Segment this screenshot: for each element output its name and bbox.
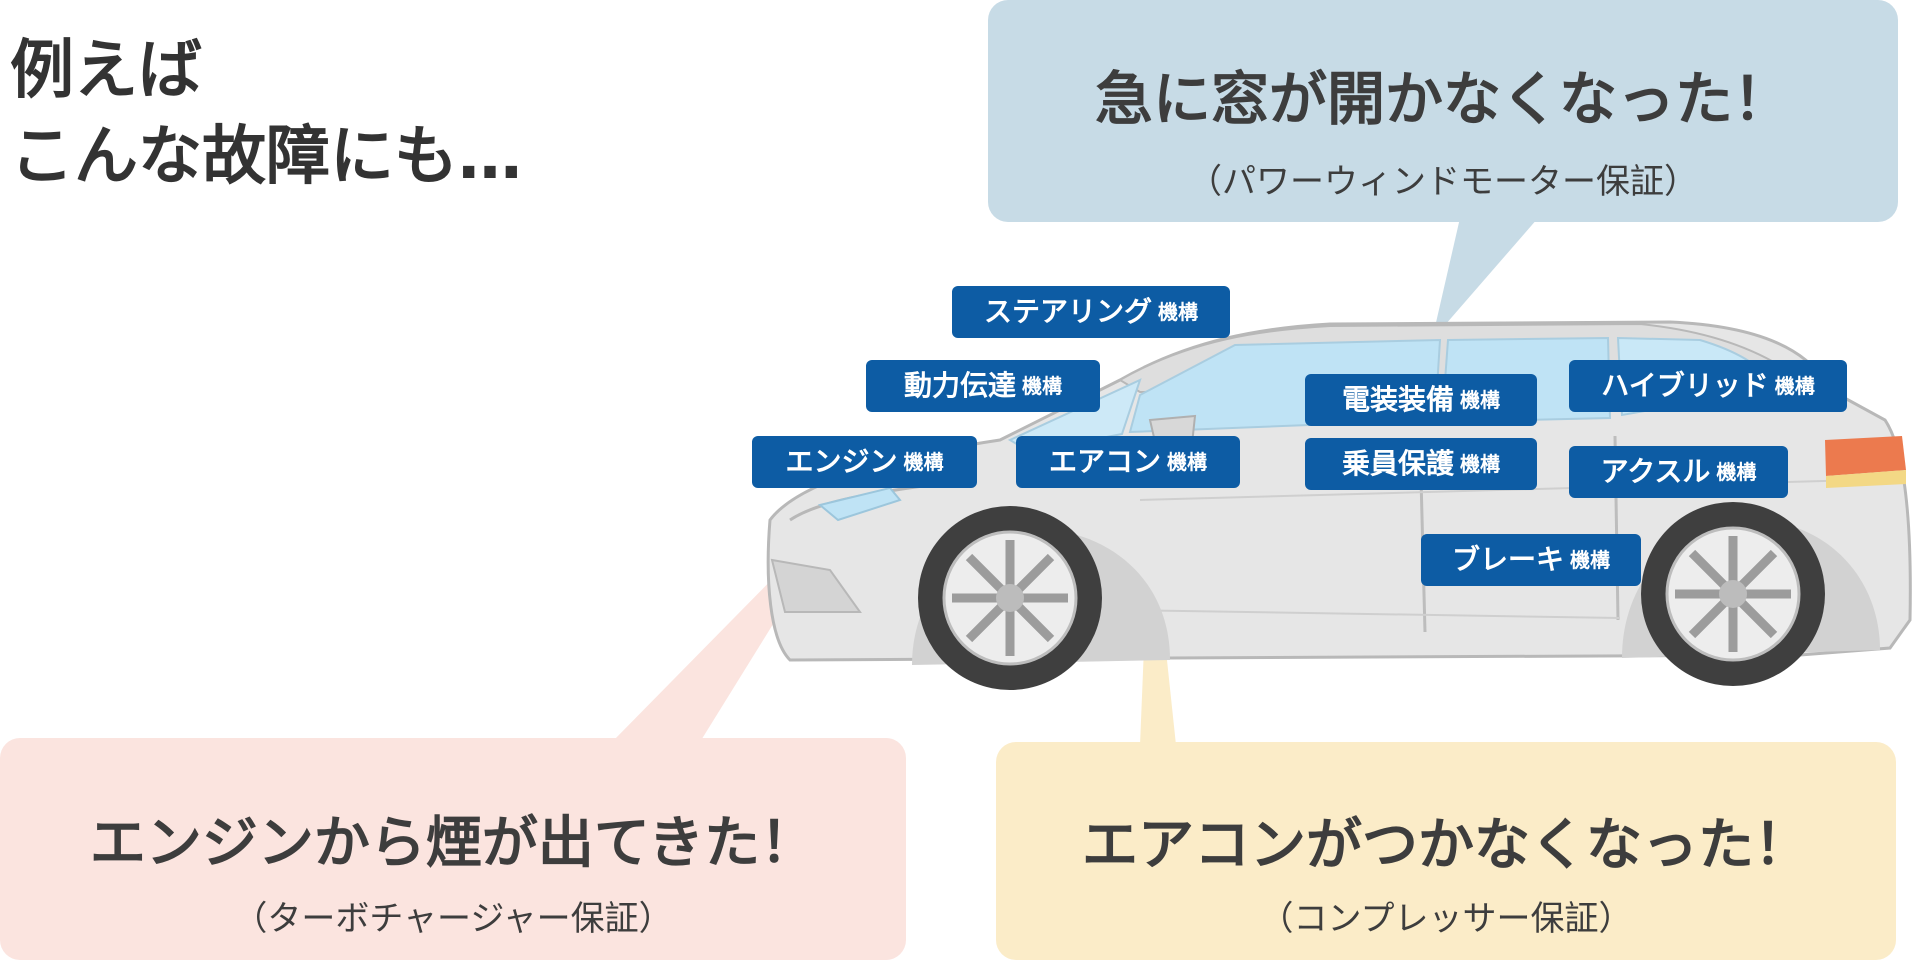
aircon-tag-suffix: 機構 — [1167, 450, 1207, 474]
intro-heading: 例えば こんな故障にも… — [10, 28, 522, 200]
engine-tag-suffix: 機構 — [903, 450, 944, 474]
axle-tag-label: アクスル — [1600, 455, 1711, 488]
electrical-tag-label: 電装装備 — [1341, 383, 1454, 416]
engine-tag: エンジン機構 — [752, 436, 977, 488]
hybrid-tag: ハイブリッド機構 — [1569, 360, 1847, 412]
aircon-tag: エアコン機構 — [1016, 436, 1240, 488]
window-callout: 急に窓が開かなくなった！ （パワーウィンドモーター保証） — [988, 0, 1898, 222]
steering-tag: ステアリング機構 — [952, 286, 1230, 338]
engine-callout: エンジンから煙が出てきた！ （ターボチャージャー保証） — [0, 738, 906, 960]
occupant-protection-tag: 乗員保護機構 — [1305, 438, 1537, 490]
brake-tag: ブレーキ機構 — [1421, 534, 1641, 586]
hybrid-tag-label: ハイブリッド — [1601, 369, 1769, 402]
steering-tag-suffix: 機構 — [1158, 300, 1198, 324]
power-transmission-tag: 動力伝達機構 — [866, 360, 1100, 412]
engine-tag-label: エンジン — [785, 445, 898, 478]
occupant-protection-tag-label: 乗員保護 — [1341, 447, 1454, 480]
aircon-callout: エアコンがつかなくなった！ （コンプレッサー保証） — [996, 742, 1896, 960]
brake-tag-suffix: 機構 — [1570, 548, 1610, 572]
window-callout-title: 急に窓が開かなくなった！ — [1094, 65, 1791, 133]
occupant-protection-tag-suffix: 機構 — [1460, 452, 1500, 476]
brake-tag-label: ブレーキ — [1451, 543, 1564, 576]
electrical-tag-suffix: 機構 — [1460, 388, 1500, 412]
axle-tag-suffix: 機構 — [1716, 460, 1757, 484]
engine-callout-title: エンジンから煙が出てきた！ — [89, 811, 817, 876]
hybrid-tag-suffix: 機構 — [1774, 374, 1815, 398]
front-wheel — [918, 506, 1102, 690]
steering-tag-label: ステアリング — [983, 295, 1152, 328]
aircon-callout-title: エアコンがつかなくなった！ — [1082, 813, 1810, 878]
electrical-tag: 電装装備機構 — [1305, 374, 1537, 426]
aircon-callout-subtitle: （コンプレッサー保証） — [1259, 899, 1633, 939]
window-bubble-tail — [1432, 218, 1538, 340]
intro-line-1: 例えば — [10, 34, 202, 108]
axle-tag: アクスル機構 — [1569, 446, 1788, 498]
window-callout-subtitle: （パワーウィンドモーター保証） — [1188, 162, 1698, 202]
power-transmission-tag-suffix: 機構 — [1022, 374, 1062, 398]
power-transmission-tag-label: 動力伝達 — [903, 369, 1016, 402]
rear-wheel — [1641, 502, 1825, 686]
intro-line-2: こんな故障にも… — [10, 120, 522, 194]
engine-callout-subtitle: （ターボチャージャー保証） — [233, 899, 673, 939]
aircon-tag-label: エアコン — [1048, 445, 1161, 478]
